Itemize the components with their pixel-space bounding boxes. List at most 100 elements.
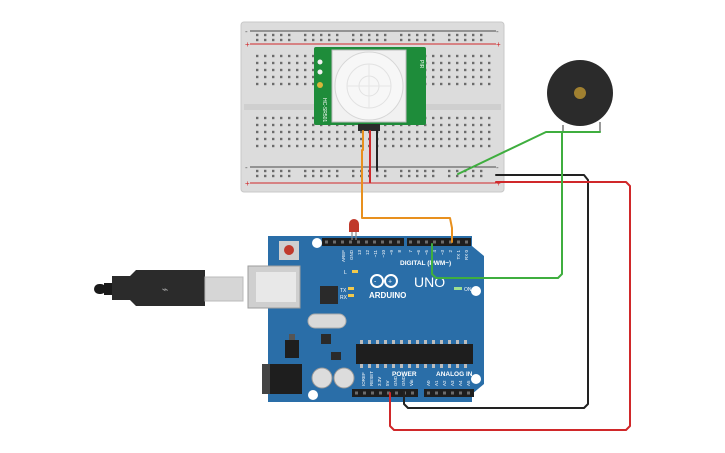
- breadboard-terminal-hole: [472, 123, 475, 127]
- breadboard-terminal-hole: [440, 137, 443, 141]
- breadboard-terminal-hole: [312, 54, 315, 58]
- breadboard-rail-hole: [416, 169, 419, 173]
- breadboard-terminal-hole: [304, 130, 307, 134]
- rail-sign-minus-bottom: -: [245, 163, 248, 172]
- breadboard-terminal-hole: [472, 130, 475, 134]
- digital-header-right[interactable]: [407, 238, 471, 246]
- breadboard-terminal-hole: [464, 54, 467, 58]
- breadboard-rail-hole: [456, 38, 459, 42]
- breadboard-terminal-hole: [304, 144, 307, 148]
- pin-label: TX 1: [456, 250, 461, 260]
- breadboard-terminal-hole: [272, 144, 275, 148]
- breadboard-terminal-hole: [304, 61, 307, 65]
- on-label: ON: [464, 287, 472, 293]
- breadboard-terminal-hole: [352, 137, 355, 141]
- breadboard-terminal-hole: [296, 116, 299, 120]
- breadboard-terminal-hole: [456, 75, 459, 79]
- breadboard-terminal-hole: [456, 61, 459, 65]
- breadboard-terminal-hole: [448, 123, 451, 127]
- rail-sign-plus-top: +: [245, 40, 250, 49]
- wire-green-buzzer-gnd[interactable]: [457, 131, 601, 175]
- breadboard-rail-hole: [336, 33, 339, 37]
- voltage-regulator: [285, 340, 299, 358]
- pin-label: 12: [365, 250, 370, 256]
- breadboard-terminal-hole: [296, 82, 299, 86]
- breadboard-terminal-hole: [272, 123, 275, 127]
- breadboard-terminal-hole: [456, 144, 459, 148]
- breadboard-terminal-hole: [432, 68, 435, 72]
- header-hole: [427, 391, 430, 395]
- wire-orange-signal[interactable]: [361, 149, 453, 243]
- rail-sign-minus-bottom-right: -: [496, 163, 499, 172]
- capacitor-1: [311, 367, 333, 389]
- header-hole: [333, 240, 336, 244]
- usb-cable[interactable]: ⌁: [94, 270, 244, 306]
- breadboard-rail-hole: [264, 38, 267, 42]
- arduino-logo-icon: - +: [370, 274, 398, 288]
- breadboard-rail-hole: [288, 174, 291, 178]
- breadboard-terminal-hole: [360, 130, 363, 134]
- wire-red-5v[interactable]: [389, 181, 631, 431]
- breadboard-rail-hole: [384, 38, 387, 42]
- breadboard-rail-hole: [256, 174, 259, 178]
- breadboard-terminal-hole: [432, 54, 435, 58]
- breadboard-terminal-hole: [312, 75, 315, 79]
- piezo-buzzer[interactable]: [547, 60, 613, 132]
- red-led[interactable]: [349, 219, 359, 240]
- breadboard-rail-hole: [272, 174, 275, 178]
- breadboard-rail-hole: [280, 174, 283, 178]
- power-header[interactable]: [352, 389, 418, 397]
- header-hole: [341, 240, 344, 244]
- pir-sensor[interactable]: HC-SR501 PIR: [314, 47, 426, 131]
- wire-black-ground[interactable]: [403, 174, 589, 409]
- pin-label: 7: [408, 250, 413, 253]
- usb-b-jack-inner: [256, 272, 296, 302]
- chip-pin: [384, 340, 387, 344]
- breadboard-rail-hole: [320, 174, 323, 178]
- breadboard-terminal-hole: [344, 144, 347, 148]
- chip-pin: [448, 340, 451, 344]
- breadboard-terminal-hole: [480, 54, 483, 58]
- breadboard-terminal-hole: [312, 116, 315, 120]
- breadboard-rail-hole: [464, 33, 467, 37]
- breadboard-terminal-hole: [432, 137, 435, 141]
- breadboard-rail-hole: [424, 38, 427, 42]
- breadboard-rail-hole: [432, 169, 435, 173]
- header-hole: [433, 240, 436, 244]
- breadboard-terminal-hole: [480, 123, 483, 127]
- digital-label: DIGITAL (PWM~): [400, 260, 451, 267]
- chip-pin: [432, 364, 435, 368]
- breadboard-terminal-hole: [440, 130, 443, 134]
- breadboard-terminal-hole: [432, 75, 435, 79]
- breadboard-rail-hole: [280, 33, 283, 37]
- header-hole: [397, 240, 400, 244]
- digital-header-left[interactable]: [322, 238, 404, 246]
- breadboard-terminal-hole: [272, 54, 275, 58]
- breadboard-terminal-hole: [280, 54, 283, 58]
- usb-strain-relief: [104, 283, 112, 295]
- breadboard-rail-hole: [400, 33, 403, 37]
- breadboard-rail-hole: [448, 174, 451, 178]
- breadboard-terminal-hole: [440, 61, 443, 65]
- breadboard-terminal-hole: [488, 116, 491, 120]
- header-hole: [451, 391, 454, 395]
- chip-pin: [408, 364, 411, 368]
- breadboard-terminal-hole: [328, 137, 331, 141]
- breadboard-terminal-hole: [472, 144, 475, 148]
- analog-header[interactable]: [424, 389, 474, 397]
- breadboard-terminal-hole: [488, 123, 491, 127]
- breadboard-terminal-hole: [344, 137, 347, 141]
- breadboard-terminal-hole: [424, 123, 427, 127]
- breadboard-rail-hole: [368, 38, 371, 42]
- breadboard-terminal-hole: [424, 144, 427, 148]
- wire-green-buzzer-signal[interactable]: [431, 131, 563, 279]
- header-hole: [395, 391, 398, 395]
- breadboard-terminal-hole: [288, 130, 291, 134]
- header-hole: [363, 391, 366, 395]
- breadboard-terminal-hole: [384, 144, 387, 148]
- breadboard-rail-hole: [320, 169, 323, 173]
- breadboard-terminal-hole: [432, 82, 435, 86]
